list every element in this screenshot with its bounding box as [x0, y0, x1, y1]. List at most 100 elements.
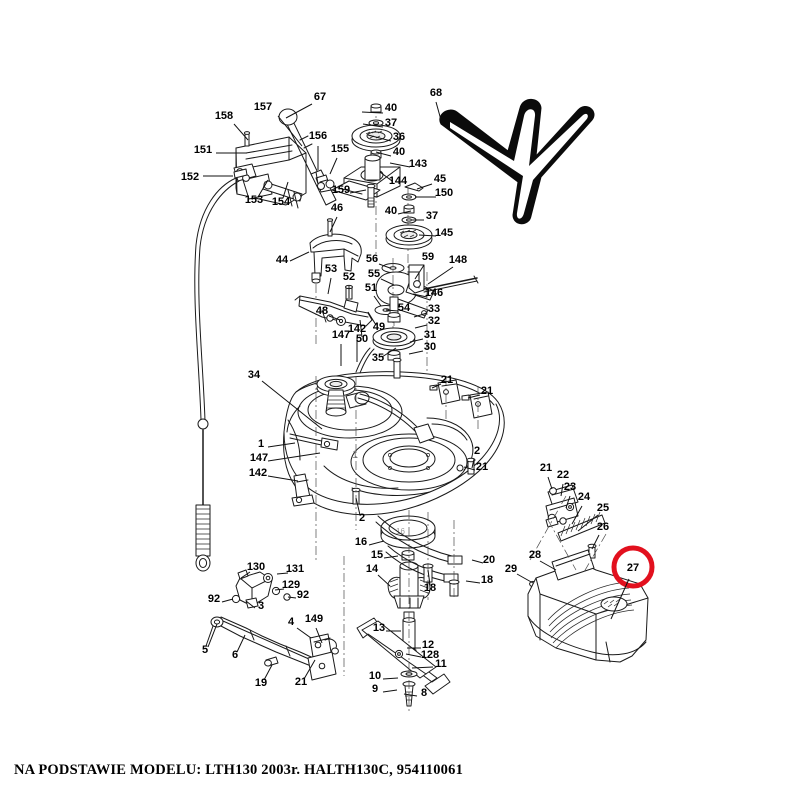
leader-line — [571, 505, 583, 525]
leader-line — [257, 179, 269, 198]
leader-line — [591, 534, 600, 550]
callout-154: 154 — [272, 181, 291, 208]
callout-151: 151 — [194, 144, 247, 156]
callout-21: 21 — [431, 374, 453, 389]
callout-21: 21 — [463, 461, 488, 473]
part-mower-deck-1: 1 — [283, 347, 505, 560]
callout-25: 25 — [577, 502, 609, 532]
leader-line — [431, 383, 442, 389]
callout-number: 18 — [424, 582, 436, 594]
callout-number: 2 — [359, 512, 365, 524]
callout-number: 157 — [254, 101, 272, 113]
callout-number: 131 — [286, 563, 304, 575]
leader-line — [577, 514, 599, 532]
callout-40: 40 — [375, 146, 405, 158]
callout-number: 37 — [426, 210, 438, 222]
leader-line — [289, 251, 310, 262]
callout-number: 159 — [332, 184, 350, 196]
callout-number: 45 — [434, 173, 446, 185]
leader-line — [287, 596, 297, 599]
callout-130: 130 — [240, 561, 265, 579]
leader-line — [385, 309, 399, 312]
leader-line — [349, 189, 367, 194]
leader-line — [277, 115, 303, 147]
leader-line — [267, 452, 321, 462]
callout-21: 21 — [295, 659, 316, 688]
callout-number: 35 — [372, 352, 384, 364]
part-idler-arm-53 — [294, 284, 373, 327]
callout-129: 129 — [274, 579, 300, 591]
callout-number: 4 — [288, 616, 295, 628]
callout-33: 33 — [413, 303, 440, 318]
part-idler-assembly-143 — [315, 103, 401, 260]
callout-1: 1 — [258, 438, 296, 450]
leader-line — [267, 475, 299, 482]
leader-line — [267, 442, 296, 448]
leader-line — [516, 573, 534, 584]
leader-line — [427, 569, 431, 586]
callout-number: 23 — [564, 481, 576, 493]
highlighted-part-number: 27 — [627, 562, 639, 574]
callout-number: 18 — [481, 574, 493, 586]
callout-32: 32 — [414, 315, 440, 329]
callout-143: 143 — [389, 158, 427, 170]
callout-number: 36 — [393, 131, 405, 143]
callout-number: 153 — [245, 194, 263, 206]
leader-line — [261, 380, 323, 430]
leader-line — [465, 580, 481, 584]
part-lift-link-assembly — [205, 556, 345, 681]
callout-number: 48 — [316, 305, 328, 317]
callout-number: 30 — [424, 341, 436, 353]
callout-22: 22 — [557, 469, 569, 497]
callout-146: 146 — [412, 287, 443, 299]
callout-144: 144 — [379, 171, 408, 187]
callout-number: 68 — [430, 87, 442, 99]
callout-4: 4 — [288, 616, 312, 639]
callout-147: 147 — [332, 329, 350, 366]
leader-line — [471, 458, 475, 469]
callout-number: 51 — [365, 282, 377, 294]
callout-number: 129 — [282, 579, 300, 591]
callout-number: 21 — [476, 461, 488, 473]
highlight-marker-27: 27 — [610, 545, 655, 620]
leader-line — [381, 347, 397, 358]
callout-number: 19 — [255, 677, 267, 689]
leader-line — [367, 134, 392, 142]
leader-line — [435, 101, 442, 121]
callout-131: 131 — [276, 563, 304, 575]
callout-157: 157 — [254, 101, 303, 147]
callout-number: 15 — [371, 549, 383, 561]
callout-number: 54 — [398, 302, 411, 314]
part-bracket-59 — [408, 264, 479, 400]
callout-142: 142 — [249, 467, 299, 482]
leader-line — [379, 171, 393, 182]
leader-line — [405, 653, 422, 658]
callout-number: 158 — [215, 110, 233, 122]
callout-16: 16 — [355, 536, 385, 548]
callout-number: 9 — [372, 683, 378, 695]
leader-line — [378, 263, 391, 269]
callout-number: 26 — [597, 521, 609, 533]
callout-number: 37 — [385, 117, 397, 129]
callout-number: 49 — [373, 321, 385, 333]
callout-number: 50 — [356, 333, 368, 345]
callout-155: 155 — [329, 143, 349, 175]
leader-line — [383, 555, 399, 559]
callout-10: 10 — [369, 670, 399, 682]
callout-number: 10 — [369, 670, 381, 682]
callout-152: 152 — [181, 171, 233, 183]
callout-26: 26 — [591, 521, 609, 550]
leader-line — [403, 693, 418, 697]
callout-number: 92 — [208, 593, 220, 605]
leader-line — [236, 634, 246, 653]
callout-number: 53 — [325, 263, 337, 275]
callout-29: 29 — [505, 563, 534, 584]
leader-line — [408, 350, 424, 355]
callout-number: 156 — [309, 130, 327, 142]
callout-number: 46 — [331, 202, 343, 214]
callout-number: 151 — [194, 144, 212, 156]
leader-line — [416, 183, 433, 190]
leader-line — [377, 574, 391, 587]
